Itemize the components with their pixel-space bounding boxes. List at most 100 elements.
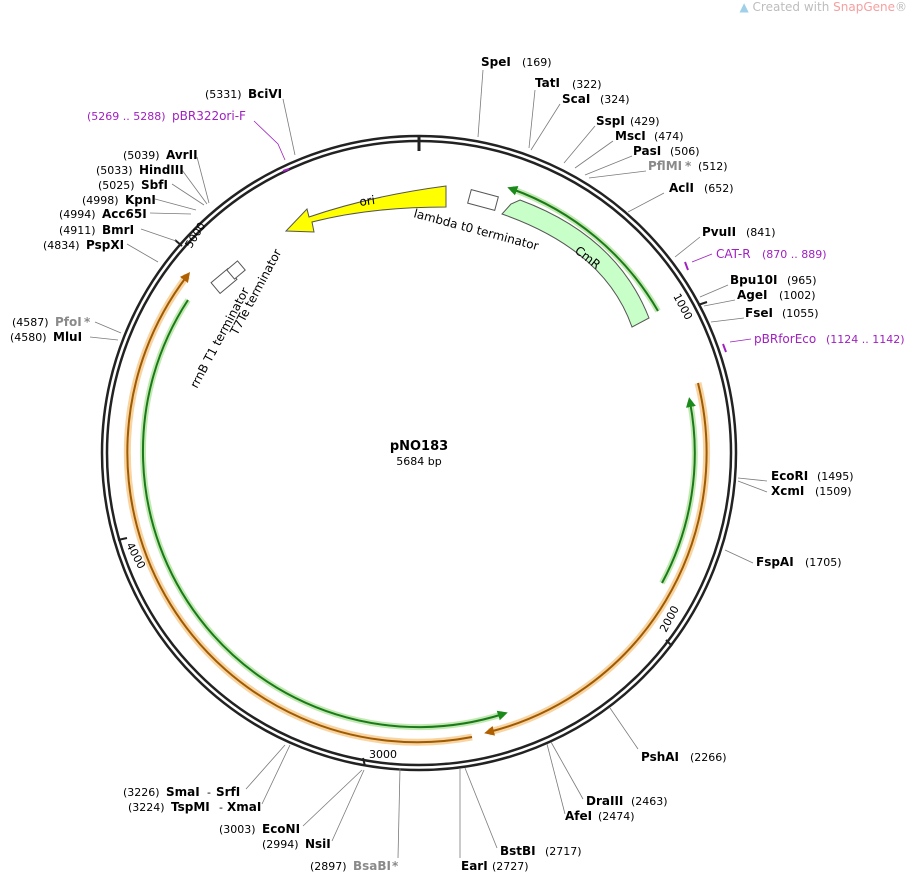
enzyme-pos: (4911) <box>59 224 96 237</box>
enzyme-bpu10i[interactable]: Bpu10I (965) <box>730 273 817 287</box>
enzyme-name: MluI <box>53 330 82 344</box>
tick-label-5000: 5000 <box>183 220 209 251</box>
enzyme-name: BciVI <box>248 87 282 101</box>
enzyme-tati[interactable]: TatI (322) <box>535 76 602 91</box>
enzyme-sspi[interactable]: SspI (429) <box>596 114 660 128</box>
enzyme-msci[interactable]: MscI (474) <box>615 129 684 143</box>
enzyme-hindiii[interactable]: (5033) HindIII <box>96 163 184 177</box>
enzyme-pos: (2463) <box>631 795 668 808</box>
orf-left-outer-arc[interactable] <box>123 272 473 746</box>
enzyme-econi[interactable]: (3003) EcoNI <box>219 822 300 836</box>
enzyme-name: TspMI <box>171 800 210 814</box>
enzyme-name: PfoI <box>55 315 82 329</box>
orf-left-inner-arc[interactable] <box>139 298 508 731</box>
enzyme-name: PasI <box>633 144 661 158</box>
enzyme-agei[interactable]: AgeI (1002) <box>737 288 816 302</box>
primer-pbrforeco[interactable]: pBRforEco (1124 .. 1142) <box>722 332 905 353</box>
enzyme-avrii[interactable]: (5039) AvrII <box>123 148 198 162</box>
enzyme-pos: (4998) <box>82 194 119 207</box>
enzyme-name: NsiI <box>305 837 331 851</box>
orf-cmr-arc[interactable] <box>507 185 661 313</box>
enzyme-name: SrfI <box>216 785 240 799</box>
enzyme-pos: (841) <box>746 226 776 239</box>
enzyme-eari[interactable]: EarI (2727) <box>461 859 529 873</box>
primer-pbr322ori-f[interactable]: (5269 .. 5288) pBR322ori-F <box>87 109 290 172</box>
enzyme-pos: (2727) <box>492 860 529 873</box>
primer-name-pbr322ori-f: pBR322ori-F <box>172 109 246 123</box>
tick-label-3000: 3000 <box>369 748 397 761</box>
enzyme-pspxi[interactable]: (4834) PspXI <box>43 238 124 252</box>
enzyme-name: AfeI <box>565 809 592 823</box>
enzyme-bcivi[interactable]: (5331) BciVI <box>205 87 282 101</box>
enzyme-pos: (5039) <box>123 149 160 162</box>
feature-ori[interactable]: ori <box>284 185 447 233</box>
enzyme-pvuii[interactable]: PvuII (841) <box>702 225 776 239</box>
enzyme-pos: (169) <box>522 56 552 69</box>
plasmid-name: pNO183 <box>390 439 448 454</box>
enzyme-leaders <box>89 69 768 859</box>
enzyme-pfoi[interactable]: (4587) PfoI * <box>12 315 91 329</box>
enzyme-pos: (4580) <box>10 331 47 344</box>
enzyme-name: BstBI <box>500 844 536 858</box>
enzyme-smai-srfi[interactable]: (3226) SmaI - SrfI <box>123 785 240 799</box>
enzyme-name: Acc65I <box>102 207 147 221</box>
enzyme-name: KpnI <box>125 193 156 207</box>
enzyme-name: SbfI <box>141 178 168 192</box>
enzyme-name: HindIII <box>139 163 184 177</box>
enzyme-name: Bpu10I <box>730 273 777 287</box>
enzyme-name: AgeI <box>737 288 767 302</box>
enzyme-name: PvuII <box>702 225 736 239</box>
enzyme-afei[interactable]: AfeI (2474) <box>565 809 635 823</box>
enzyme-name: AclI <box>669 181 694 195</box>
enzyme-bsabi[interactable]: (2897) BsaBI * <box>310 859 399 873</box>
enzyme-pos: (5331) <box>205 88 242 101</box>
enzyme-pos: (2717) <box>545 845 582 858</box>
enzyme-pos: (1002) <box>779 289 816 302</box>
enzyme-pos: (5025) <box>98 179 135 192</box>
primer-cat-r[interactable]: CAT-R (870 .. 889) <box>684 247 827 271</box>
primer-range-pbrforeco: (1124 .. 1142) <box>826 333 905 346</box>
enzyme-pos: (512) <box>698 160 728 173</box>
enzyme-fsei[interactable]: FseI (1055) <box>745 306 819 320</box>
enzyme-scai[interactable]: ScaI (324) <box>562 92 630 106</box>
enzyme-pshai[interactable]: PshAI (2266) <box>641 750 727 764</box>
enzyme-name: AvrII <box>166 148 198 162</box>
enzyme-fspai[interactable]: FspAI (1705) <box>756 555 842 569</box>
enzyme-pos: (4834) <box>43 239 80 252</box>
enzyme-pos: (474) <box>654 130 684 143</box>
enzyme-acli[interactable]: AclI (652) <box>669 181 734 195</box>
enzyme-pasi[interactable]: PasI (506) <box>633 144 700 158</box>
enzyme-xcmi[interactable]: XcmI (1509) <box>771 484 852 498</box>
enzyme-name: FseI <box>745 306 773 320</box>
enzyme-acc65i[interactable]: (4994) Acc65I <box>59 207 147 221</box>
enzyme-sbfi[interactable]: (5025) SbfI <box>98 178 168 192</box>
enzyme-pos: (1495) <box>817 470 854 483</box>
enzyme-ecori[interactable]: EcoRI (1495) <box>771 469 854 483</box>
orf-right-inner-arc[interactable] <box>659 397 698 585</box>
enzyme-kpni[interactable]: (4998) KpnI <box>82 193 156 207</box>
enzyme-name: DraIII <box>586 794 623 808</box>
enzyme-pflmi[interactable]: PflMI * (512) <box>648 159 728 173</box>
enzyme-nsii[interactable]: (2994) NsiI <box>262 837 331 851</box>
enzyme-draiii[interactable]: DraIII (2463) <box>586 794 668 808</box>
enzyme-mlui[interactable]: (4580) MluI <box>10 330 82 344</box>
enzyme-pos: (5033) <box>96 164 133 177</box>
enzyme-spei[interactable]: SpeI (169) <box>481 55 552 69</box>
enzyme-pos: (1705) <box>805 556 842 569</box>
tick-3000: 3000 <box>362 748 397 767</box>
primer-range-cat-r: (870 .. 889) <box>762 248 827 261</box>
enzyme-tspmi-xmai[interactable]: (3224) TspMI - XmaI <box>128 800 261 814</box>
ori-label: ori <box>358 193 375 209</box>
enzyme-pos: (652) <box>704 182 734 195</box>
enzyme-name: EarI <box>461 859 488 873</box>
primer-range-pbr322ori-f: (5269 .. 5288) <box>87 110 166 123</box>
enzyme-bmri[interactable]: (4911) BmrI <box>59 223 134 237</box>
svg-text:-: - <box>219 801 223 814</box>
orf-right-outer-arc[interactable] <box>484 382 711 736</box>
enzyme-bstbi[interactable]: BstBI (2717) <box>500 844 582 858</box>
enzyme-pos: (1055) <box>782 307 819 320</box>
enzyme-pos: (506) <box>670 145 700 158</box>
ori-arrow <box>284 185 447 233</box>
enzyme-name: MscI <box>615 129 646 143</box>
